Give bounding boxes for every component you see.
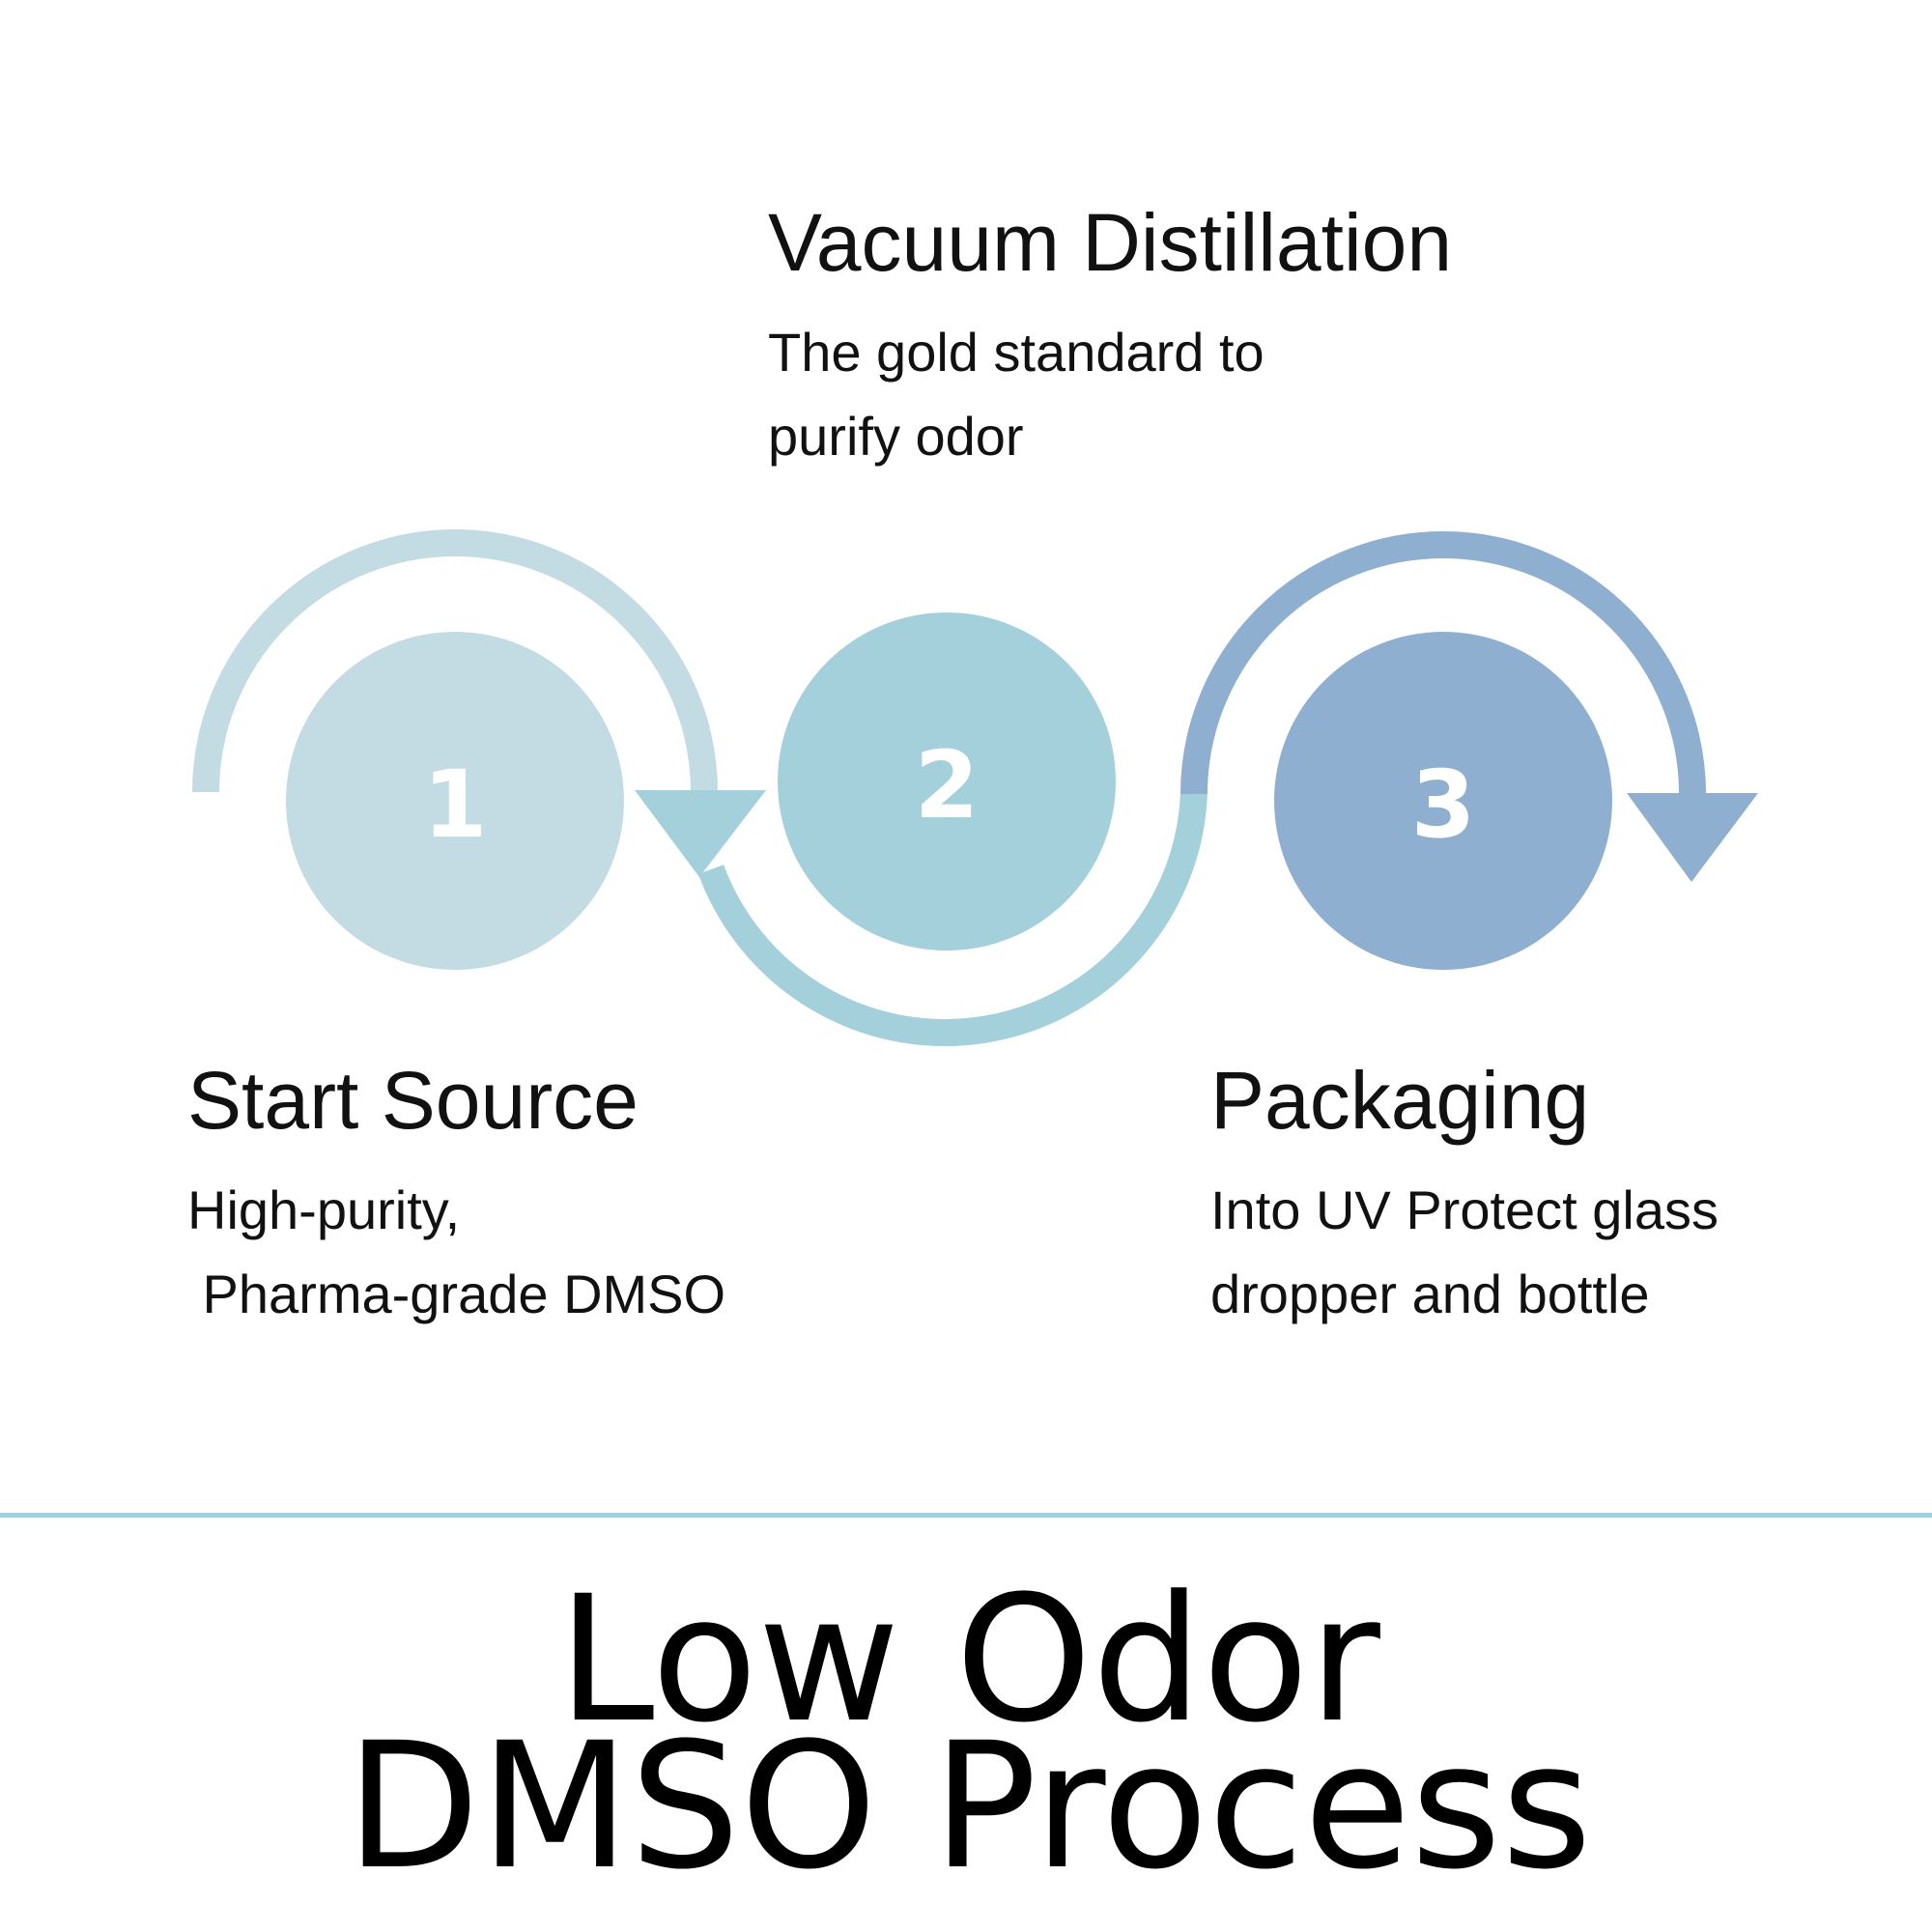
step-2-circle: [778, 612, 1116, 951]
arc-arrow-3: [1180, 531, 1706, 795]
arc-arrow-1: [192, 529, 718, 793]
divider: [0, 1513, 1932, 1518]
title-line2: DMSO Process: [346, 1706, 1592, 1908]
step-3-desc-line2: dropper and bottle: [1210, 1264, 1650, 1324]
step-3-circle: [1274, 632, 1612, 970]
step-2-title: Vacuum Distillation: [768, 197, 1452, 288]
step-3-desc-line1: Into UV Protect glass: [1210, 1179, 1719, 1240]
arrowhead-3: [1627, 793, 1758, 882]
step-1-number: 1: [423, 751, 488, 859]
arc-arrow-2: [697, 791, 1208, 1046]
step-2-desc-line1: The gold standard to: [768, 322, 1264, 383]
step-2-desc-line2: purify odor: [768, 406, 1024, 467]
step-1-desc-line2: Pharma-grade DMSO: [187, 1264, 725, 1324]
step-2-number: 2: [915, 731, 980, 839]
step-3-title: Packaging: [1210, 1055, 1589, 1146]
step-1-desc-line1: High-purity,: [187, 1179, 460, 1240]
title-line1: Low Odor: [557, 1559, 1380, 1761]
step-1-circle: [286, 632, 624, 970]
step-1-title: Start Source: [187, 1055, 639, 1146]
arrowhead-2: [635, 790, 766, 877]
step-3-number: 3: [1411, 751, 1476, 859]
